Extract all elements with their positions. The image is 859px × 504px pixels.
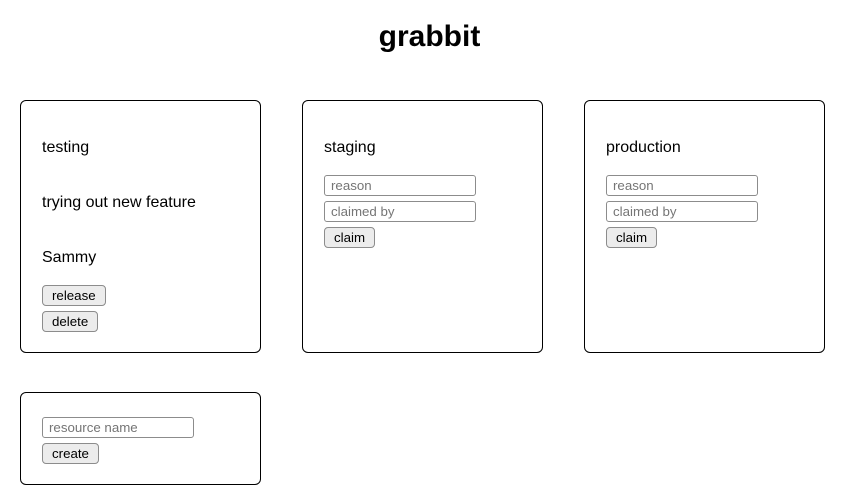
- reason-field: [606, 175, 758, 196]
- reason-input[interactable]: [606, 175, 758, 196]
- claim-reason-text: trying out new feature: [42, 194, 196, 211]
- resource-card-staging: staging claim: [302, 100, 543, 353]
- claimed-by-input[interactable]: [606, 201, 758, 222]
- resource-name-field: [42, 417, 194, 438]
- claimed-by-field: [324, 201, 476, 222]
- claim-button[interactable]: claim: [324, 227, 376, 248]
- create-button-row: create: [42, 443, 99, 464]
- resource-name: testing: [42, 139, 90, 156]
- resource-card-production: production claim: [584, 100, 825, 353]
- resource-name: staging: [324, 139, 376, 156]
- release-button[interactable]: release: [42, 285, 106, 306]
- reason-input[interactable]: [324, 175, 476, 196]
- resource-name-input[interactable]: [42, 417, 194, 438]
- app-title: grabbit: [378, 20, 481, 53]
- create-resource-card: create: [20, 392, 261, 485]
- claim-button-row: claim: [606, 227, 658, 248]
- delete-button[interactable]: delete: [42, 311, 99, 332]
- claimed-by-input[interactable]: [324, 201, 476, 222]
- reason-field: [324, 175, 476, 196]
- claimed-by-text: Sammy: [42, 249, 97, 266]
- create-button[interactable]: create: [42, 443, 99, 464]
- claim-button[interactable]: claim: [606, 227, 658, 248]
- resource-card-testing: testing trying out new feature Sammy rel…: [20, 100, 261, 353]
- resources-row: testing trying out new feature Sammy rel…: [20, 100, 859, 353]
- claim-button-row: claim: [324, 227, 376, 248]
- delete-button-row: delete: [42, 311, 99, 332]
- release-button-row: release: [42, 285, 106, 306]
- resource-name: production: [606, 139, 681, 156]
- claimed-by-field: [606, 201, 758, 222]
